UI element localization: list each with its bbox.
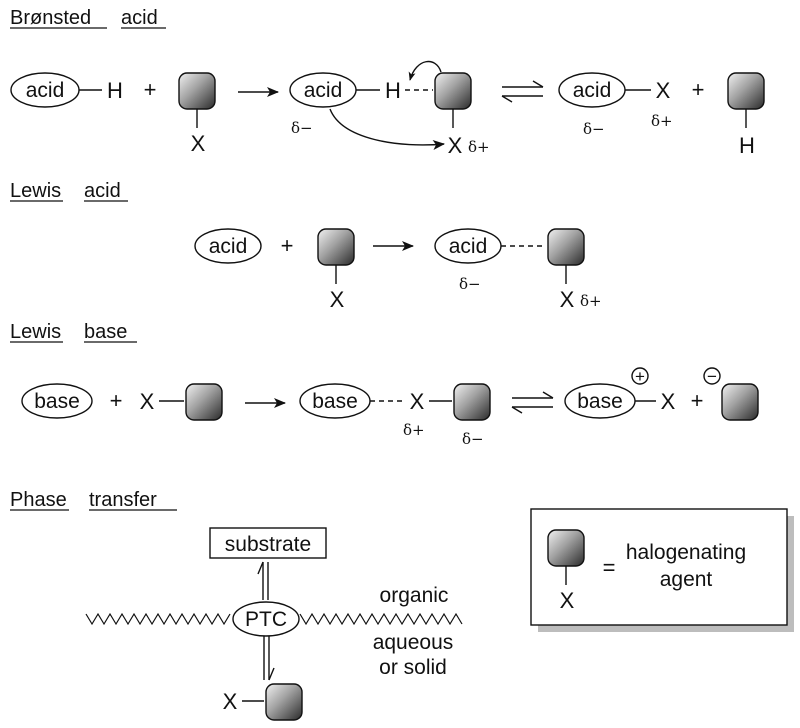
base-label: base	[312, 390, 358, 413]
halogenating-agent-block	[547, 529, 585, 567]
delta-plus-label: δ+	[651, 112, 673, 130]
delta-minus-label: δ−	[583, 120, 605, 138]
acid-label: acid	[573, 79, 612, 102]
halogen-x-label: X	[448, 133, 463, 158]
lewis-base-heading-word1: Lewis	[10, 321, 61, 343]
halogenating-agent-block	[721, 383, 759, 421]
acid-label: acid	[449, 235, 488, 258]
substrate-box	[209, 527, 327, 559]
halogenating-agent-block	[265, 683, 303, 721]
acid-ellipse	[194, 228, 262, 264]
legend-equals-sign: =	[603, 555, 616, 580]
halogen-x-label: X	[560, 588, 575, 613]
plus-sign: +	[692, 77, 705, 102]
or-solid-label: or solid	[379, 656, 447, 679]
negative-charge-sign: −	[707, 367, 717, 386]
legend-line-1: halogenating	[626, 541, 746, 564]
base-label: base	[577, 390, 623, 413]
plus-sign: +	[110, 388, 123, 413]
substrate-label: substrate	[225, 533, 311, 556]
acid-label: acid	[209, 235, 248, 258]
base-ellipse	[21, 383, 93, 419]
halogen-x-label: X	[661, 389, 676, 414]
hydrogen-label: H	[385, 78, 401, 103]
delta-minus-label: δ−	[291, 119, 313, 137]
bronsted-heading-word2: acid	[121, 7, 158, 29]
delta-minus-label: δ−	[462, 430, 484, 448]
delta-plus-label: δ+	[580, 292, 602, 310]
aqueous-phase-label: aqueous	[373, 631, 454, 654]
curved-arrow-icon	[329, 108, 445, 150]
phase-transfer-section: Phase transfer substrate PTC organic aqu…	[10, 489, 463, 721]
equilibrium-arrows-icon	[501, 80, 544, 103]
halogenating-agent-block	[317, 228, 355, 266]
lewis-acid-section: Lewis acid acid + X acid X δ+ δ−	[10, 180, 602, 312]
positive-charge-icon	[631, 367, 649, 385]
plus-sign: +	[144, 77, 157, 102]
acid-label: acid	[26, 79, 65, 102]
positive-charge-sign: +	[635, 367, 645, 386]
lewis-base-heading-word2: base	[84, 321, 127, 343]
halogenating-agent-block	[178, 72, 216, 110]
curved-arrow-icon	[408, 60, 442, 81]
transport-arrows-upper-icon	[257, 561, 269, 600]
transport-arrows-lower-icon	[263, 636, 275, 681]
hydrogen-label: H	[107, 78, 123, 103]
halogenating-agent-block	[434, 72, 472, 110]
halogenating-agent-block	[727, 72, 765, 110]
halogen-x-label: X	[330, 287, 345, 312]
ptc-label: PTC	[245, 608, 287, 631]
halogen-x-label: X	[560, 287, 575, 312]
legend-line-2: agent	[660, 568, 713, 591]
lewis-base-section: Lewis base base + X base X δ+ δ− base + …	[10, 321, 759, 448]
organic-phase-label: organic	[380, 584, 449, 607]
halogen-x-label: X	[223, 689, 238, 714]
negative-charge-icon	[703, 367, 721, 385]
lewis-acid-heading-word2: acid	[84, 180, 121, 202]
legend-box: X = halogenating agent	[530, 508, 794, 632]
equilibrium-arrows-icon	[511, 391, 554, 414]
halogenating-agent-block	[453, 383, 491, 421]
phase-transfer-heading-word2: transfer	[89, 489, 157, 511]
halogenating-agent-block	[185, 383, 223, 421]
halogen-x-label: X	[410, 389, 425, 414]
ptc-ellipse	[232, 601, 300, 637]
halogenating-agent-block	[547, 228, 585, 266]
delta-minus-label: δ−	[459, 275, 481, 293]
hydrogen-label: H	[739, 133, 755, 158]
base-label: base	[34, 390, 80, 413]
delta-plus-label: δ+	[468, 138, 490, 156]
phase-boundary-zigzag-left	[85, 612, 231, 626]
halogen-x-label: X	[656, 78, 671, 103]
plus-sign: +	[691, 388, 704, 413]
phase-transfer-heading-word1: Phase	[10, 489, 67, 511]
halogen-x-label: X	[191, 131, 206, 156]
halogen-x-label: X	[140, 389, 155, 414]
lewis-acid-heading-word1: Lewis	[10, 180, 61, 202]
phase-boundary-zigzag-right	[299, 612, 463, 626]
legend-frame	[530, 508, 788, 626]
delta-plus-label: δ+	[403, 421, 425, 439]
plus-sign: +	[281, 233, 294, 258]
acid-label: acid	[304, 79, 343, 102]
bronsted-heading-word1: Brønsted	[10, 7, 91, 29]
bronsted-acid-section: Brønsted acid acid H + X acid H X δ+ δ−	[10, 7, 765, 158]
